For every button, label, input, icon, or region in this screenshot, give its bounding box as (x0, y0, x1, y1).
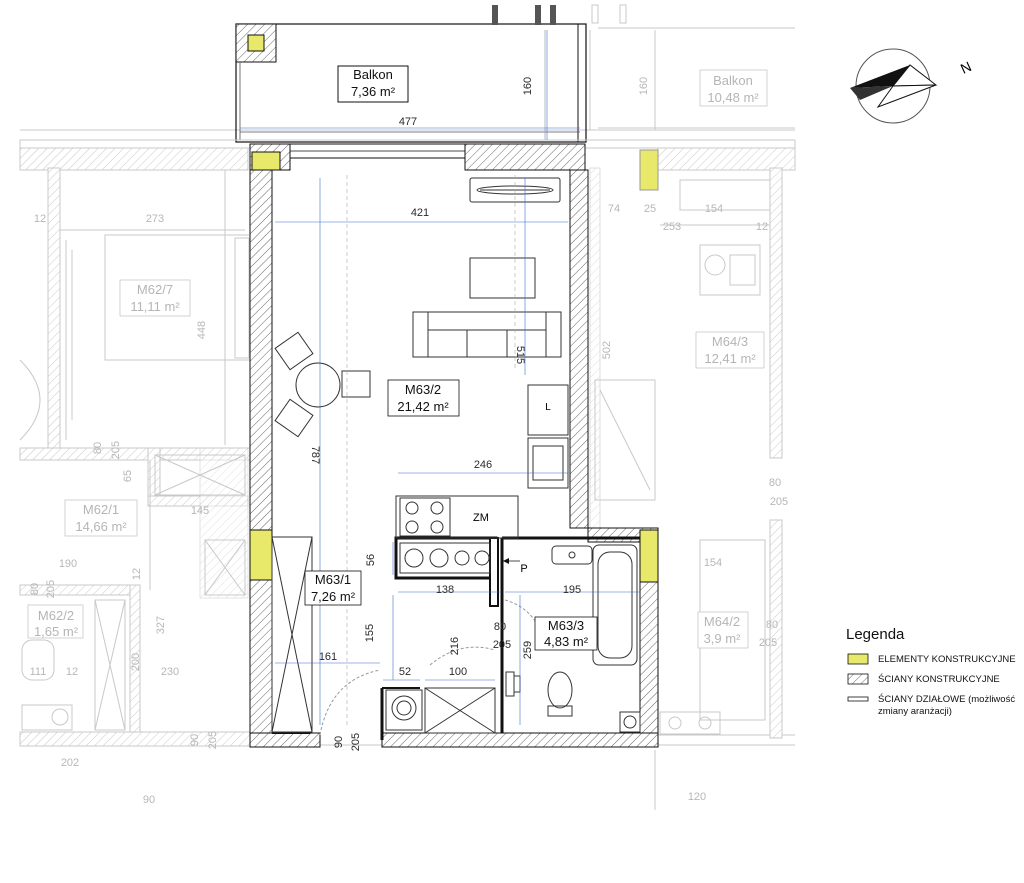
dim-left-80b: 80 (29, 583, 41, 595)
dim-right-205: 205 (770, 496, 788, 508)
room-name-balkon-right: Balkon (713, 73, 753, 88)
dim-closet-b: 100 (449, 666, 467, 678)
dim-right-80: 80 (769, 477, 781, 489)
dim-left-145: 145 (191, 505, 209, 517)
dim-hall-entry: 161 (319, 651, 337, 663)
dim-hall-depth: 155 (364, 624, 376, 642)
dim-left-12b: 12 (131, 568, 143, 580)
dimension-lines (240, 30, 640, 725)
dim-balkon-width: 477 (399, 116, 417, 128)
room-name-balkon: Balkon (353, 67, 393, 82)
dim-left-200: 200 (130, 653, 142, 671)
dim-right-502: 502 (601, 341, 613, 359)
legend-item-walls: ŚCIANY KONSTRUKCYJNE (878, 673, 1000, 685)
dim-right-80b: 80 (766, 619, 778, 631)
dim-door-height: 205 (493, 639, 511, 651)
dim-left-65: 65 (122, 470, 134, 482)
room-name-m64-2: M64/2 (704, 614, 740, 629)
room-area-m64-2: 3,9 m² (704, 631, 742, 646)
dim-left-12: 12 (34, 213, 46, 225)
room-name-m62-7: M62/7 (137, 282, 173, 297)
dim-left-12c: 12 (66, 666, 78, 678)
dim-left-230: 230 (161, 666, 179, 678)
dim-left-205c: 205 (207, 731, 219, 749)
room-area-balkon: 7,36 m² (351, 84, 396, 99)
room-name-m63-1: M63/1 (315, 572, 351, 587)
cabinet-label: ZM (473, 512, 489, 524)
dim-door-width: 80 (494, 621, 506, 633)
room-area-m63-2: 21,42 m² (397, 399, 449, 414)
dim-left-202: 202 (61, 757, 79, 769)
dim-left-90b: 90 (143, 794, 155, 806)
room-area-m63-3: 4,83 m² (544, 634, 589, 649)
main-walls (19, 139, 796, 748)
dim-left-205b: 205 (45, 580, 57, 598)
legend-title: Legenda (846, 626, 905, 643)
room-area-m63-1: 7,26 m² (311, 589, 356, 604)
dim-right-120: 120 (688, 791, 706, 803)
dim-left-327: 327 (155, 616, 167, 634)
room-name-m62-1: M62/1 (83, 502, 119, 517)
balcony (235, 5, 587, 143)
dim-hall-width: 138 (436, 584, 454, 596)
dim-closet-a: 52 (399, 666, 411, 678)
legend-item-partition-line2: zmiany aranżacji) (878, 706, 952, 717)
dim-left-205: 205 (110, 441, 122, 459)
legend-swatch-structural (847, 653, 869, 665)
dim-counter-depth: 56 (365, 554, 377, 566)
dim-balkon-right-depth: 160 (638, 77, 650, 95)
dim-door-side: 216 (449, 637, 461, 655)
room-area-m62-1: 14,66 m² (75, 519, 127, 534)
legend-swatch-walls (847, 673, 869, 685)
room-area-balkon-right: 10,48 m² (707, 90, 759, 105)
dim-right-205b: 205 (759, 637, 777, 649)
dim-right-154: 154 (705, 203, 723, 215)
furniture (271, 175, 641, 736)
fridge-label: L (545, 402, 551, 413)
room-name-m63-2: M63/2 (405, 382, 441, 397)
room-area-m62-2: 1,65 m² (34, 624, 79, 639)
neighbour-units (19, 4, 796, 810)
room-name-m62-2: M62/2 (38, 608, 74, 623)
compass: N (850, 48, 974, 124)
dim-kitchen-height: 515 (514, 346, 526, 364)
dim-left-111: 111 (30, 666, 47, 678)
dim-entry-h: 205 (350, 733, 362, 751)
compass-north-label: N (958, 58, 974, 77)
dim-right-25: 25 (644, 203, 656, 215)
dim-right-154b: 154 (704, 557, 722, 569)
room-area-m64-3: 12,41 m² (704, 351, 756, 366)
dim-entry-w: 90 (333, 736, 345, 748)
room-name-m63-3: M63/3 (548, 618, 584, 633)
dim-balkon-depth: 160 (522, 77, 534, 95)
dim-right-253: 253 (663, 221, 681, 233)
legend-item-partition: ŚCIANY DZIAŁOWE (możliwość (878, 693, 1015, 705)
dim-bath-depth: 259 (522, 641, 534, 659)
dim-left-448: 448 (196, 321, 208, 339)
legend-item-structural: ELEMENTY KONSTRUKCYJNE (878, 654, 1016, 665)
dim-kitchen-run: 246 (474, 459, 492, 471)
legend-swatch-partition (847, 696, 869, 702)
dim-room-width: 421 (411, 207, 429, 219)
dim-right-74: 74 (608, 203, 620, 215)
legend: Legenda ELEMENTY KONSTRUKCYJNE ŚCIANY KO… (846, 626, 1016, 717)
dim-room-height: 787 (309, 446, 321, 464)
dim-left-80: 80 (92, 442, 104, 454)
dim-left-90: 90 (189, 734, 201, 746)
dim-right-12: 12 (756, 221, 768, 233)
p-label: P (520, 563, 527, 575)
room-name-m64-3: M64/3 (712, 334, 748, 349)
dim-left-273: 273 (146, 213, 164, 225)
compass-needle-icon (850, 65, 910, 88)
room-area-m62-7: 11,11 m² (130, 299, 180, 314)
dim-left-190: 190 (59, 558, 77, 570)
dim-bath-width: 195 (563, 584, 581, 596)
